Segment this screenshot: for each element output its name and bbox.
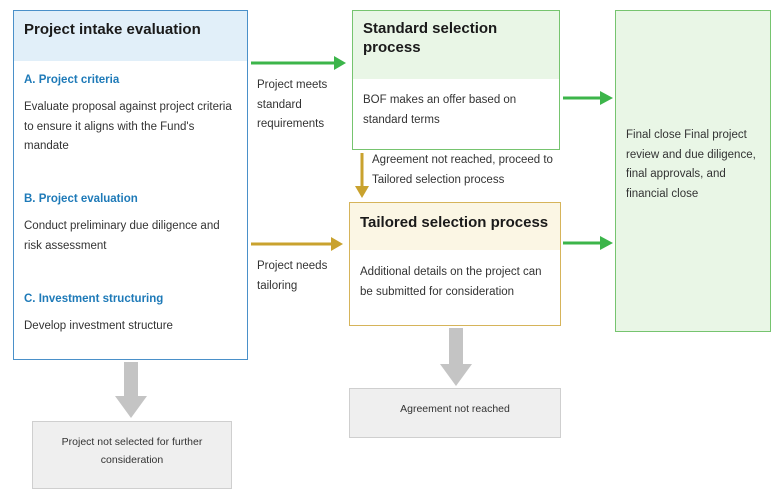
arrow-to-not-selected xyxy=(115,362,147,418)
agreement-proceed-label: Agreement not reached, proceed to Tailor… xyxy=(372,154,553,186)
arrow-to-not-reached xyxy=(440,328,472,386)
not-selected-box: Project not selected for further conside… xyxy=(32,421,232,489)
tailored-body: Additional details on the project can be… xyxy=(360,266,542,298)
section-c-title: C. Investment structuring xyxy=(24,293,164,305)
section-b-title: B. Project evaluation xyxy=(24,193,138,205)
intake-evaluation-box: Project intake evaluation A. Project cri… xyxy=(13,10,248,360)
standard-title: Standard selection process xyxy=(353,11,559,79)
not-reached-box: Agreement not reached xyxy=(349,388,561,438)
tailored-title: Tailored selection process xyxy=(350,203,560,250)
arrow-to-standard xyxy=(251,56,346,70)
tailored-selection-box: Tailored selection process Additional de… xyxy=(349,202,561,326)
final-close-text: Final close Final project review and due… xyxy=(626,129,756,200)
standard-selection-box: Standard selection process BOF makes an … xyxy=(352,10,560,150)
section-c-body: Develop investment structure xyxy=(24,320,173,332)
standard-body: BOF makes an offer based on standard ter… xyxy=(363,94,517,126)
not-selected-text: Project not selected for further conside… xyxy=(61,436,203,466)
arrow-standard-to-tailored xyxy=(355,153,369,198)
arrow-standard-to-final xyxy=(563,91,613,105)
arrow-to-tailored xyxy=(251,237,343,251)
not-reached-text: Agreement not reached xyxy=(400,403,510,415)
meets-standard-label: Project meets standard requirements xyxy=(257,79,328,130)
section-a-title: A. Project criteria xyxy=(24,74,120,86)
arrow-tailored-to-final xyxy=(563,236,613,250)
intake-title: Project intake evaluation xyxy=(14,11,247,61)
needs-tailoring-label: Project needs tailoring xyxy=(257,260,328,292)
section-b-body: Conduct preliminary due diligence and ri… xyxy=(24,220,220,252)
final-close-box: Final close Final project review and due… xyxy=(615,10,771,332)
section-a-body: Evaluate proposal against project criter… xyxy=(24,101,232,152)
